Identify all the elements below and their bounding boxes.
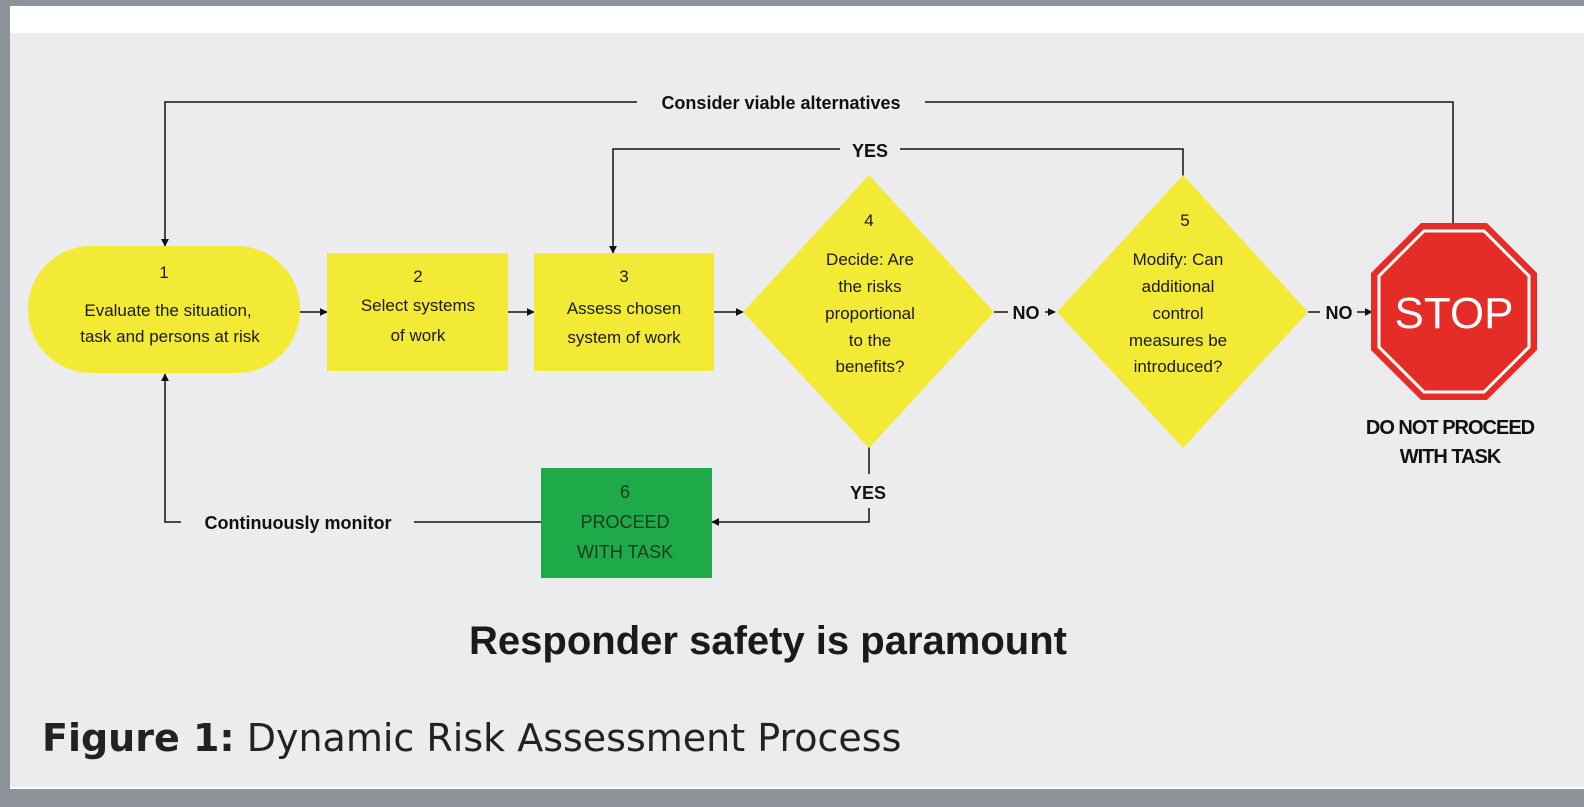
step-4-line-1: Decide: Are — [826, 250, 914, 269]
step-2-line-1: Select systems — [361, 296, 475, 315]
caption-text: Dynamic Risk Assessment Process — [234, 716, 902, 760]
step-4-line-2: the risks — [838, 277, 901, 296]
step-1-shape — [28, 246, 300, 373]
step-6-shape — [541, 468, 712, 578]
step-2-number: 2 — [413, 267, 422, 286]
step-5-diamond — [1057, 175, 1308, 448]
stop-octagon-border — [1377, 229, 1531, 394]
step-4-number: 4 — [864, 211, 873, 230]
edge-label-yes-bottom: YES — [850, 483, 886, 503]
step-5-line-4: measures be — [1129, 331, 1227, 350]
step-1-number: 1 — [159, 263, 168, 282]
step-3-line-1: Assess chosen — [567, 299, 681, 318]
step-4-decide: 4 Decide: Are the risks proportional to … — [743, 175, 994, 448]
step-5-line-3: control — [1152, 304, 1203, 323]
step-2-select: 2 Select systems of work — [327, 253, 508, 371]
edge-label-monitor: Continuously monitor — [205, 513, 392, 533]
step-6-line-1: PROCEED — [580, 512, 669, 532]
step-3-number: 3 — [619, 267, 628, 286]
arrow-4-yes-to-6 — [712, 446, 870, 522]
stop-octagon — [1371, 223, 1537, 400]
edge-label-alternatives: Consider viable alternatives — [661, 93, 900, 113]
do-not-proceed-line-1: DO NOT PROCEED — [1366, 417, 1535, 439]
step-5-line-5: introduced? — [1134, 357, 1223, 376]
step-6-number: 6 — [620, 482, 630, 502]
caption-label: Figure 1: — [42, 716, 235, 760]
step-6-proceed: 6 PROCEED WITH TASK — [541, 468, 712, 578]
stop-sign: STOP — [1371, 223, 1537, 400]
step-5-modify: 5 Modify: Can additional control measure… — [1057, 175, 1308, 448]
step-4-line-3: proportional — [825, 304, 915, 323]
step-4-line-5: benefits? — [836, 357, 905, 376]
edge-label-no-2: NO — [1326, 303, 1353, 323]
loop-alternatives-stop-to-1 — [165, 101, 1454, 246]
step-6-line-2: WITH TASK — [577, 542, 673, 562]
do-not-proceed-line-2: WITH TASK — [1400, 446, 1502, 468]
step-4-diamond — [743, 175, 994, 448]
stop-sign-text: STOP — [1394, 289, 1513, 338]
step-3-shape — [534, 253, 714, 371]
figure-caption: Figure 1: Dynamic Risk Assessment Proces… — [42, 716, 901, 760]
step-2-shape — [327, 253, 508, 371]
loop-yes-5-to-3 — [613, 148, 1184, 253]
connectors — [165, 101, 1454, 523]
step-1-line-2: task and persons at risk — [80, 327, 260, 346]
edge-label-yes-top: YES — [852, 141, 888, 161]
diagram-panel — [10, 33, 1584, 787]
step-4-line-4: to the — [849, 331, 892, 350]
loop-monitor-6-to-1 — [165, 374, 541, 523]
step-2-line-2: of work — [391, 326, 446, 345]
step-3-assess: 3 Assess chosen system of work — [534, 253, 714, 371]
step-5-number: 5 — [1180, 211, 1189, 230]
step-5-line-1: Modify: Can — [1133, 250, 1224, 269]
edge-label-no-1: NO — [1013, 303, 1040, 323]
step-3-line-2: system of work — [567, 328, 681, 347]
step-1-line-1: Evaluate the situation, — [84, 301, 251, 320]
diagram-heading: Responder safety is paramount — [469, 619, 1067, 663]
step-5-line-2: additional — [1142, 277, 1215, 296]
step-1-evaluate: 1 Evaluate the situation, task and perso… — [28, 246, 300, 373]
